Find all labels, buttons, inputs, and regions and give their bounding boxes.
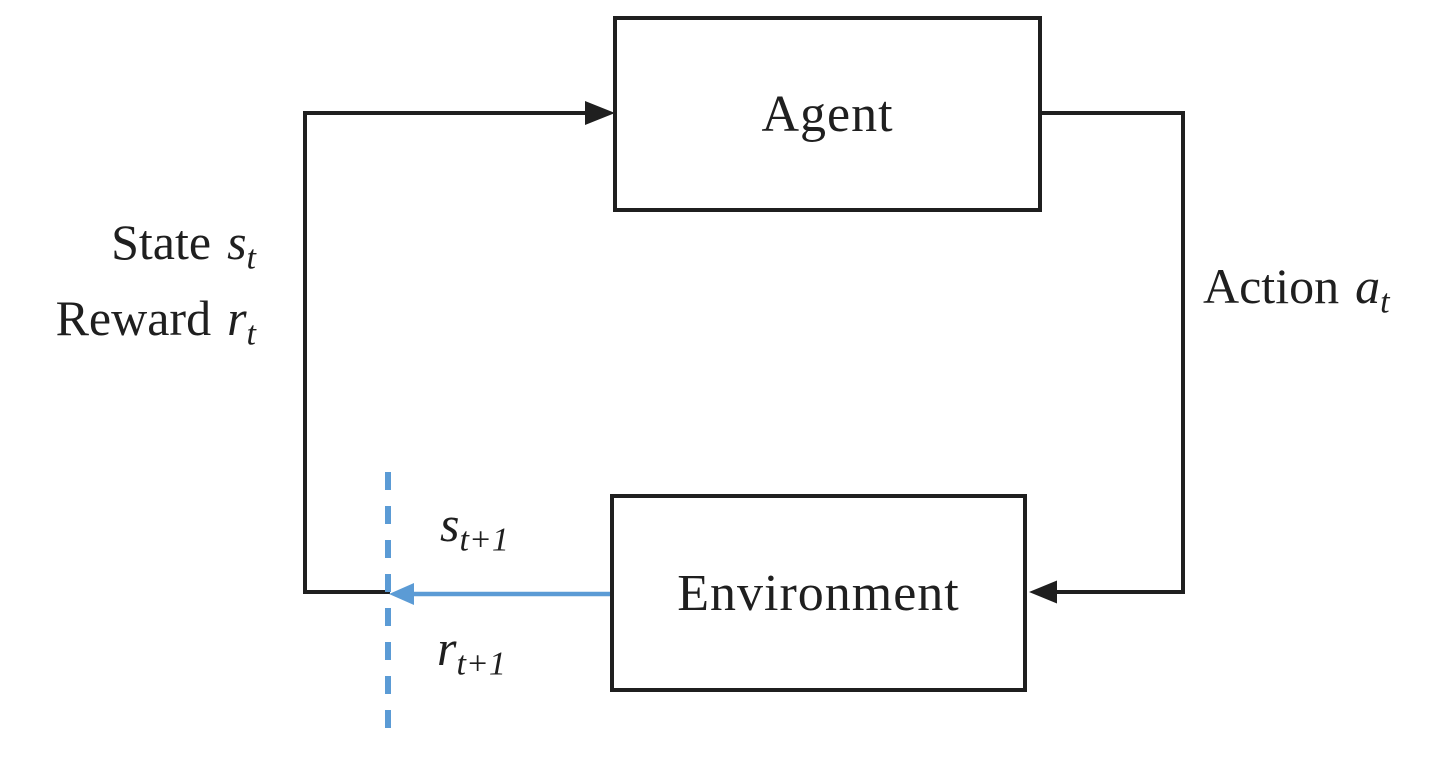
next-state-reward-arrowhead-icon [389, 583, 414, 605]
reward-variable: r [227, 290, 247, 346]
state-word: State [111, 214, 212, 270]
action-path [1040, 111, 1185, 594]
state-variable: s [227, 214, 247, 270]
action-subscript: t [1380, 283, 1390, 321]
next-state-variable: s [440, 496, 460, 552]
next-reward-subscript: t+1 [456, 645, 506, 683]
arrowhead-into-agent-icon [585, 101, 615, 125]
reward-subscript: t [246, 315, 256, 353]
next-reward-label: rt+1 [437, 620, 506, 681]
state-reward-feedback-path [303, 111, 588, 594]
action-variable: a [1355, 258, 1381, 314]
next-reward-variable: r [437, 620, 457, 676]
next-state-label: st+1 [440, 496, 509, 557]
reward-word: Reward [55, 290, 212, 346]
agent-box [613, 16, 1042, 212]
arrowhead-into-environment-icon [1029, 580, 1057, 604]
next-state-subscript: t+1 [459, 521, 509, 559]
action-word: Action [1203, 258, 1340, 314]
environment-box [610, 494, 1027, 692]
state-subscript: t [246, 239, 256, 277]
